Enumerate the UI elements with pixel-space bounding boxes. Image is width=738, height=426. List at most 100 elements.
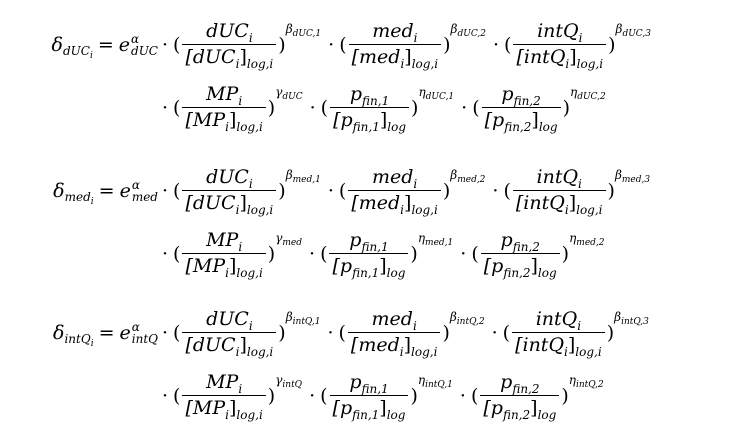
exponent-subscript: dUC,3: [622, 29, 651, 39]
right-paren: ): [608, 34, 616, 56]
left-paren: (: [320, 97, 329, 119]
delta-symbol: δ: [53, 180, 65, 202]
fraction-denominator: [MPi]log,i: [182, 107, 266, 134]
denominator-subscript: fin,1: [352, 120, 380, 135]
fraction-med: medi[medi]log,i: [347, 308, 441, 360]
denominator-symbol: [dUC: [185, 192, 236, 215]
cdot-operator: ·: [460, 243, 467, 265]
denominator-bracket: ]: [403, 334, 412, 357]
right-paren: ): [410, 243, 418, 265]
denominator-log-subscript: log,i: [246, 57, 274, 72]
left-paren: (: [503, 180, 511, 202]
denominator-bracket: ]: [567, 334, 576, 357]
cdot-operator: ·: [492, 180, 499, 202]
cdot-operator: ·: [162, 243, 169, 265]
denominator-subscript: fin,1: [352, 266, 380, 281]
denominator-log-subscript: log,i: [411, 57, 439, 72]
fraction-duc: dUCi[dUCi]log,i: [182, 166, 277, 218]
exponent-symbol: η: [417, 231, 426, 245]
exponent-subscript: dUC: [282, 92, 303, 102]
fraction-denominator: [pfin,1]log: [330, 107, 410, 135]
denominator-symbol: [intQ: [516, 46, 566, 69]
right-paren: ): [442, 180, 451, 202]
numerator-subscript: i: [413, 31, 418, 46]
denominator-subscript: i: [399, 345, 404, 360]
exponent: βmed,3: [615, 168, 651, 185]
exponent-subscript: intQ,2: [456, 317, 485, 327]
numerator-symbol: intQ: [536, 166, 579, 189]
denominator-symbol: [med: [350, 334, 400, 357]
numerator-symbol: p: [349, 371, 362, 394]
exponent: βdUC,2: [450, 22, 486, 39]
numerator-symbol: med: [372, 20, 414, 43]
equals-sign: =: [98, 322, 115, 344]
numerator-subscript: i: [238, 240, 243, 255]
left-paren: (: [502, 322, 511, 344]
e-subscript: med: [131, 190, 158, 204]
numerator-subscript: fin,2: [512, 382, 540, 397]
fraction-denominator: [MPi]log,i: [182, 395, 266, 422]
exponent-symbol: β: [285, 22, 293, 36]
exponent: ηmed,1: [417, 231, 453, 248]
fraction-numerator: pfin,2: [497, 372, 542, 397]
exponent-subscript: med,3: [621, 175, 651, 185]
denominator-subscript: i: [564, 203, 569, 218]
fraction-numerator: pfin,2: [498, 84, 543, 108]
denominator-subscript: i: [235, 57, 240, 72]
denominator-symbol: [med: [351, 192, 401, 215]
exponent: ηdUC,2: [570, 85, 606, 102]
exponent-subscript: med,2: [457, 175, 486, 185]
exponent: ηintQ,2: [569, 373, 604, 390]
delta-subscript: medi: [64, 190, 94, 207]
denominator-subscript: i: [564, 345, 568, 360]
fraction-duc: dUCi[dUCi]log,i: [182, 21, 277, 72]
left-paren: (: [173, 385, 181, 407]
denominator-symbol: [p: [483, 255, 504, 278]
delta-symbol: δ: [51, 34, 63, 56]
exponent: βintQ,3: [614, 310, 649, 327]
right-paren: ): [267, 97, 276, 119]
cdot-operator: ·: [162, 34, 169, 56]
left-paren: (: [339, 34, 347, 56]
denominator-log-subscript: log: [538, 120, 558, 135]
equation-line-2: ·(MPi[MPi]log,i)γmed·(pfin,1[pfin,1]log)…: [157, 224, 607, 284]
numerator-symbol: med: [371, 308, 413, 331]
denominator-log-subscript: log,i: [246, 345, 274, 360]
e-symbol: e: [119, 322, 131, 344]
e-subscript: intQ: [131, 332, 158, 346]
right-paren: ): [278, 180, 286, 202]
denominator-log-subscript: log,i: [246, 203, 274, 218]
fraction-numerator: MPi: [203, 84, 245, 108]
fraction-numerator: medi: [369, 308, 420, 333]
numerator-symbol: p: [500, 229, 513, 252]
equation-line-2: ·(MPi[MPi]log,i)γdUC·(pfin,1[pfin,1]log)…: [157, 78, 608, 138]
exponent-symbol: η: [569, 231, 577, 245]
denominator-symbol: [intQ: [515, 192, 565, 215]
fraction-denominator: [pfin,1]log: [329, 253, 409, 281]
numerator-subscript: i: [248, 177, 253, 192]
numerator-symbol: dUC: [206, 166, 249, 189]
denominator-bracket: ]: [568, 192, 577, 215]
denominator-subscript: fin,1: [352, 408, 380, 423]
numerator-subscript: fin,1: [361, 382, 389, 397]
exponent-subscript: intQ,1: [425, 380, 453, 390]
numerator-symbol: intQ: [535, 308, 578, 331]
cdot-operator: ·: [162, 385, 169, 407]
fraction-numerator: intQi: [534, 21, 585, 45]
left-paren: (: [173, 322, 181, 344]
numerator-subscript: i: [248, 31, 253, 46]
denominator-bracket: ]: [404, 46, 412, 69]
cdot-operator: ·: [461, 97, 468, 119]
right-paren: ): [562, 97, 570, 119]
fraction-intq: intQi[intQi]log,i: [512, 308, 605, 360]
fraction-denominator: [MPi]log,i: [182, 253, 266, 280]
denominator-log-subscript: log: [386, 408, 406, 423]
numerator-symbol: p: [349, 83, 363, 106]
denominator-bracket: ]: [239, 46, 247, 69]
exponent-symbol: β: [450, 22, 458, 36]
right-paren: ): [278, 322, 286, 344]
exponent: ηintQ,1: [418, 373, 453, 390]
cdot-operator: ·: [327, 322, 334, 344]
exponent-subscript: intQ,3: [621, 317, 649, 327]
fraction-mp: MPi[MPi]log,i: [182, 84, 266, 134]
